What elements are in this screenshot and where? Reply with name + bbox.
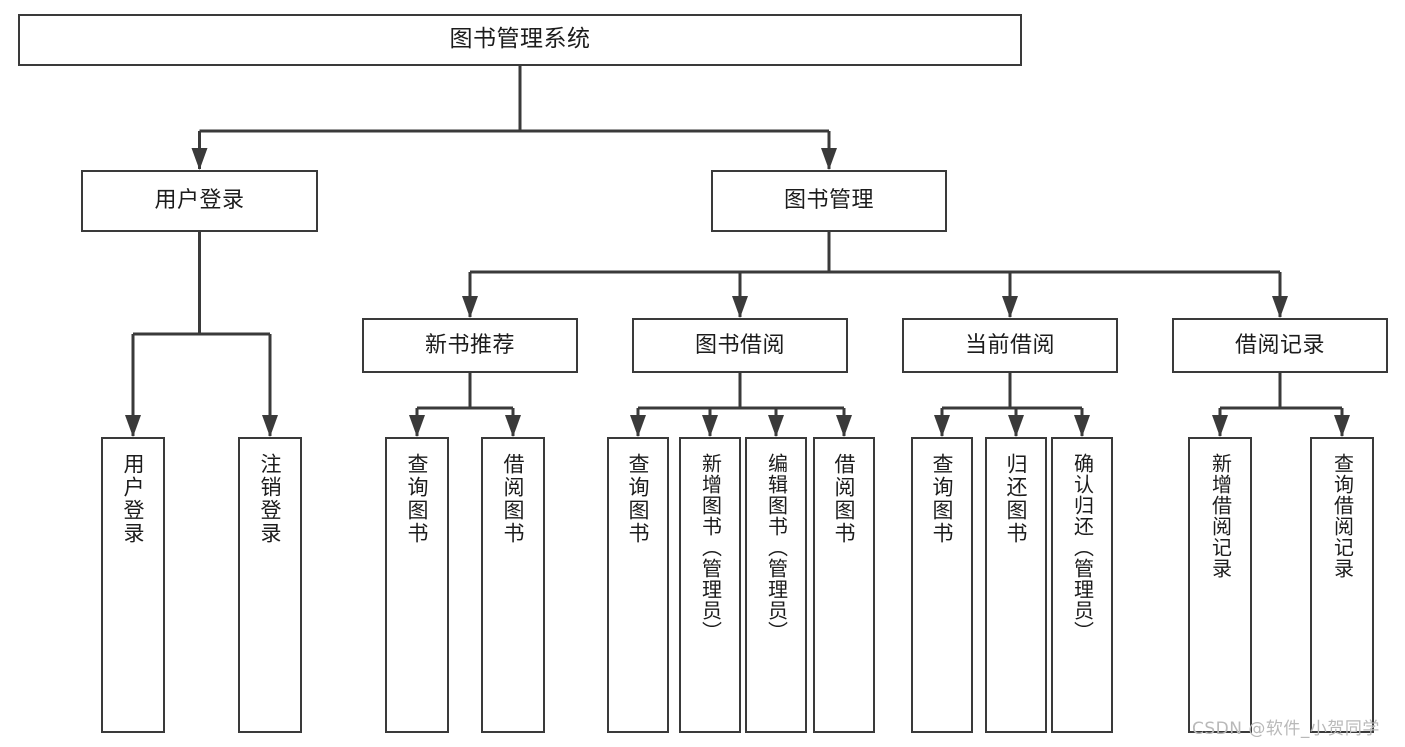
arrowhead-leaf-edit-book [768, 415, 784, 437]
arrowhead-user-login [191, 148, 208, 170]
arrowhead-leaf-borrow-book-1 [505, 415, 521, 437]
node-leaf-query-book-1[interactable]: 查询图书 [385, 437, 449, 733]
arrowhead-leaf-query-record [1334, 415, 1350, 437]
node-label: 查询图书 [626, 453, 651, 545]
node-label: 当前借阅 [964, 332, 1055, 358]
node-leaf-borrow-book-2[interactable]: 借阅图书 [813, 437, 875, 733]
arrowhead-leaf-confirm-return [1074, 415, 1090, 437]
arrowhead-leaf-query-book-1 [409, 415, 425, 437]
arrowhead-leaf-return-book [1008, 415, 1024, 437]
node-leaf-query-book-3[interactable]: 查询图书 [911, 437, 973, 733]
node-book-manage[interactable]: 图书管理 [711, 170, 947, 232]
node-label: 查询图书 [405, 453, 430, 545]
node-label: 借阅图书 [501, 453, 526, 545]
arrowhead-leaf-query-book-2 [630, 415, 646, 437]
csdn-watermark: CSDN @软件_小贺同学 [1192, 719, 1380, 739]
node-leaf-query-book-2[interactable]: 查询图书 [607, 437, 669, 733]
node-label: 确认归还（管理员） [1070, 453, 1095, 642]
node-book-borrow[interactable]: 图书借阅 [632, 318, 848, 373]
node-label: 用户登录 [121, 453, 146, 545]
node-label: 注销登录 [258, 453, 283, 545]
arrowhead-book-manage [821, 148, 837, 170]
arrowhead-book-borrow [732, 296, 748, 318]
node-label: 借阅记录 [1234, 332, 1325, 358]
node-label: 新书推荐 [424, 332, 515, 358]
node-label: 新增图书（管理员） [698, 453, 723, 642]
arrowhead-leaf-borrow-book-2 [836, 415, 852, 437]
node-leaf-user-login[interactable]: 用户登录 [101, 437, 165, 733]
node-leaf-logout[interactable]: 注销登录 [238, 437, 302, 733]
node-new-book-rec[interactable]: 新书推荐 [362, 318, 578, 373]
arrowhead-leaf-user-login [125, 415, 141, 437]
arrowhead-borrow-record [1272, 296, 1288, 318]
node-label: 查询图书 [930, 453, 955, 545]
node-label: 新增借阅记录 [1208, 453, 1233, 579]
node-label: 图书管理系统 [449, 26, 591, 53]
node-leaf-add-record[interactable]: 新增借阅记录 [1188, 437, 1252, 733]
node-borrow-record[interactable]: 借阅记录 [1172, 318, 1388, 373]
node-label: 查询借阅记录 [1330, 453, 1355, 579]
arrowhead-leaf-add-record [1212, 415, 1228, 437]
node-label: 借阅图书 [832, 453, 857, 545]
node-root[interactable]: 图书管理系统 [18, 14, 1022, 66]
arrowhead-new-book-rec [462, 296, 478, 318]
node-label: 用户登录 [154, 188, 245, 214]
arrowhead-leaf-add-book [702, 415, 718, 437]
arrowhead-current-borrow [1002, 296, 1018, 318]
arrowhead-leaf-query-book-3 [934, 415, 950, 437]
node-leaf-edit-book[interactable]: 编辑图书（管理员） [745, 437, 807, 733]
node-leaf-confirm-return[interactable]: 确认归还（管理员） [1051, 437, 1113, 733]
arrowhead-leaf-logout [262, 415, 278, 437]
node-label: 图书借阅 [694, 332, 785, 358]
node-leaf-borrow-book-1[interactable]: 借阅图书 [481, 437, 545, 733]
node-label: 编辑图书（管理员） [764, 453, 789, 642]
node-leaf-add-book[interactable]: 新增图书（管理员） [679, 437, 741, 733]
node-user-login[interactable]: 用户登录 [81, 170, 318, 232]
node-current-borrow[interactable]: 当前借阅 [902, 318, 1118, 373]
node-label: 图书管理 [783, 188, 874, 214]
node-leaf-return-book[interactable]: 归还图书 [985, 437, 1047, 733]
node-label: 归还图书 [1004, 453, 1029, 545]
node-leaf-query-record[interactable]: 查询借阅记录 [1310, 437, 1374, 733]
